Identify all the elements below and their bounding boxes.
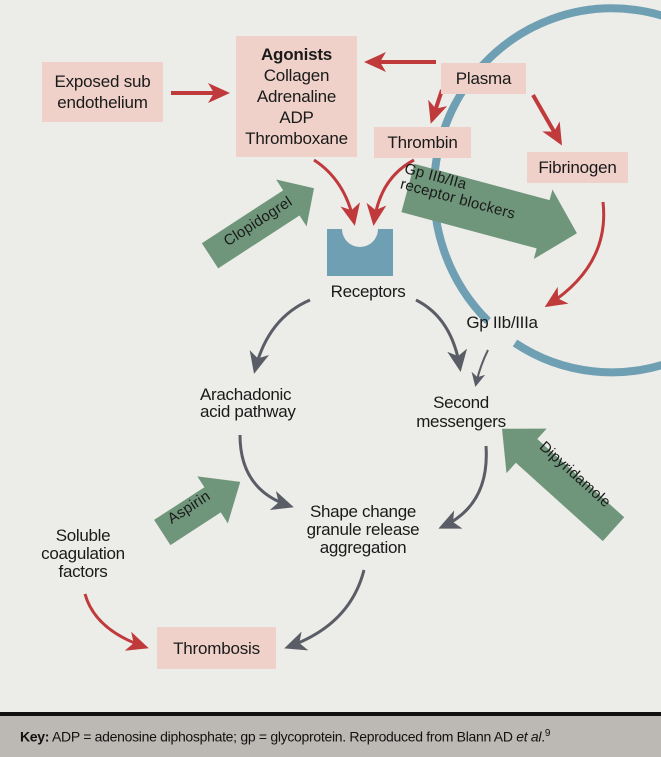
period: . [541, 728, 545, 745]
cell-membrane [429, 4, 661, 377]
et-al: et al [516, 728, 542, 745]
fibrinogen-label: Fibrinogen [538, 158, 617, 177]
arrow-receptors-to-arachidonic [249, 298, 311, 374]
agonist-thromboxane: Thromboxane [245, 129, 348, 148]
arachidonic-line-2: acid pathway [200, 402, 296, 421]
arrow-gp-to-second [471, 349, 489, 387]
shape-line-1: Shape change [309, 502, 417, 521]
exposed-line-1: Exposed sub [54, 72, 151, 91]
arrow-fibrinogen-to-gp [544, 201, 606, 308]
thrombin-label: Thrombin [387, 133, 458, 152]
thrombosis-box: Thrombosis [157, 627, 276, 669]
gp-blockers-arrow [401, 163, 577, 260]
soluble-line-2: coagulation [41, 544, 125, 563]
soluble-line-3: factors [58, 562, 108, 581]
agonist-adrenaline: Adrenaline [256, 87, 337, 106]
dipyridamole-arrow [502, 428, 625, 542]
soluble-line-1: Soluble [55, 526, 111, 545]
arrow-second-to-shape [438, 445, 488, 529]
second-line-1: Second [433, 393, 489, 412]
arrow-plasma-to-thrombin [428, 89, 448, 124]
second-messengers-label: Second messengers [406, 393, 516, 431]
plasma-box: Plasma [441, 63, 526, 94]
arrow-agonists-to-receptors [313, 158, 361, 226]
fibrinogen-box: Fibrinogen [527, 152, 628, 183]
agonists-box: Agonists Collagen Adrenaline ADP Thrombo… [236, 36, 357, 157]
gp-iib-iiia-label: Gp IIb/IIIa [466, 313, 538, 332]
shape-line-2: granule release [306, 520, 420, 539]
arrow-receptors-to-second [415, 298, 468, 372]
thrombosis-label: Thrombosis [173, 638, 260, 658]
key-text: ADP = adenosine diphosphate; gp = glycop… [49, 728, 517, 745]
arachidonic-line-1: Arachadonic [200, 385, 292, 404]
arrow-arachidonic-to-shape [238, 434, 294, 511]
arachidonic-label: Arachadonic acid pathway [200, 386, 310, 420]
diagram-canvas: Exposed sub endothelium Agonists Collage… [28, 4, 661, 669]
arrow-thrombin-to-receptors [366, 158, 415, 226]
aspirin-arrow [154, 476, 241, 546]
reference-number: 9 [544, 728, 551, 739]
receptors-label: Receptors [330, 282, 406, 301]
agonist-adp: ADP [279, 108, 314, 127]
plasma-label: Plasma [455, 69, 512, 88]
diagram-graphics [83, 4, 661, 651]
soluble-factors-label: Soluble coagulation factors [28, 527, 138, 581]
exposed-line-2: endothelium [57, 93, 148, 112]
shape-line-3: aggregation [319, 538, 407, 557]
arrow-plasma-to-fibrinogen [531, 94, 562, 146]
agonist-collagen: Collagen [263, 66, 330, 85]
shape-change-label: Shape change granule release aggregation [298, 503, 428, 557]
arrow-shape-to-thrombosis [284, 569, 366, 651]
footer-key: Key: ADP = adenosine diphosphate; gp = g… [0, 712, 661, 757]
thrombin-box: Thrombin [374, 127, 471, 158]
arrow-soluble-to-thrombosis [83, 593, 149, 651]
clopidogrel-arrow [201, 179, 314, 269]
second-line-2: messengers [416, 412, 506, 431]
agonists-title: Agonists [260, 45, 333, 64]
receptor-icon [327, 229, 393, 276]
key-label: Key: [20, 728, 50, 745]
footer-text: Key: ADP = adenosine diphosphate; gp = g… [20, 728, 550, 745]
exposed-subendothelium-box: Exposed sub endothelium [42, 62, 163, 122]
